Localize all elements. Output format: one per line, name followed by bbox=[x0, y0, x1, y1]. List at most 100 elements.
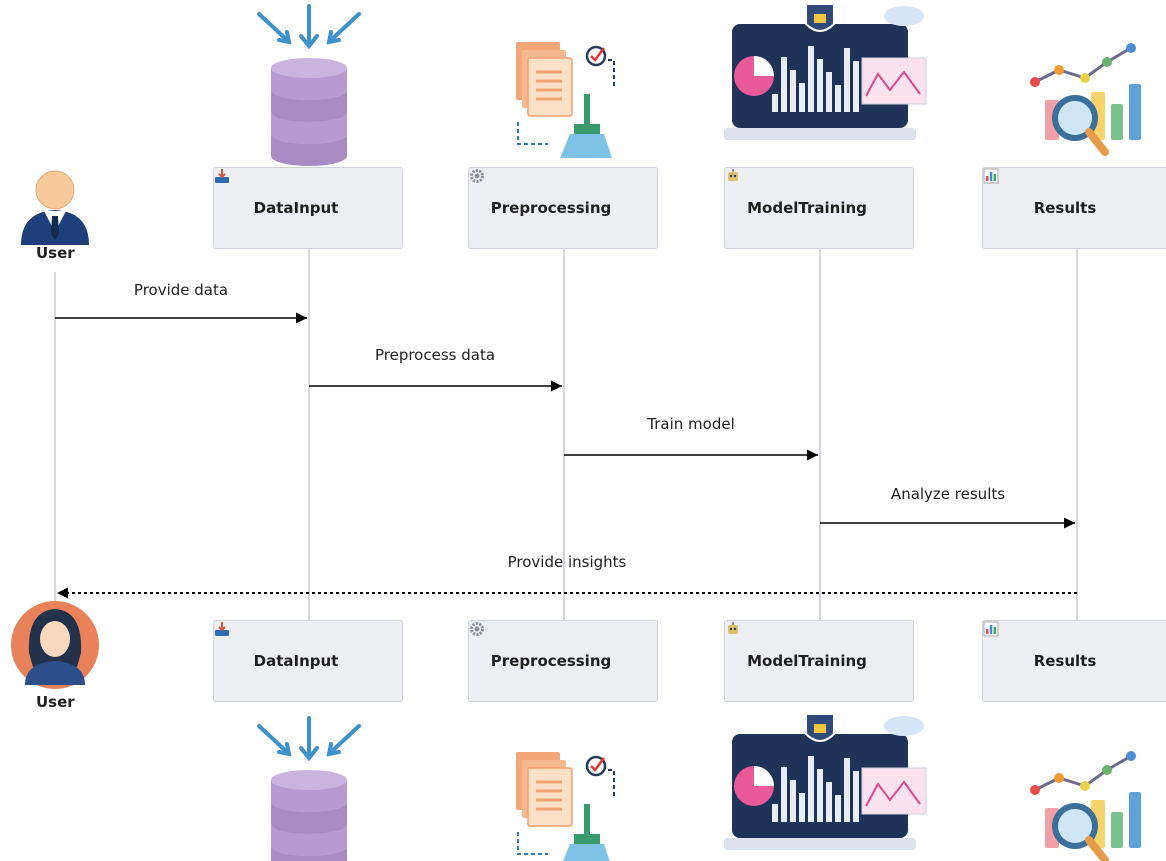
participant-label: DataInput bbox=[253, 199, 339, 217]
inbox-tray-icon bbox=[215, 169, 362, 216]
laptop-base bbox=[724, 128, 916, 140]
bar bbox=[1111, 104, 1123, 140]
participant-box-results-top: Results bbox=[982, 167, 1166, 249]
broom-band bbox=[574, 124, 600, 134]
message-label: Provide data bbox=[133, 281, 229, 299]
lock-icon bbox=[814, 724, 826, 733]
trend-point bbox=[1030, 77, 1040, 87]
arrow-head bbox=[326, 30, 341, 45]
laptop-bar bbox=[781, 767, 787, 822]
message-label: Provide insights bbox=[507, 553, 627, 571]
arrow-head bbox=[277, 742, 292, 757]
trend-point bbox=[1054, 773, 1064, 783]
magnifier-lens bbox=[1052, 803, 1098, 849]
database-top bbox=[271, 770, 347, 790]
actor-label-user-bottom: User bbox=[36, 693, 75, 711]
pie-slice bbox=[754, 766, 774, 786]
trend-point bbox=[1080, 781, 1090, 791]
magnifier-handle bbox=[1085, 128, 1109, 156]
input-arrow bbox=[257, 724, 289, 754]
laptop-bar bbox=[844, 48, 850, 112]
laptop-bar bbox=[853, 61, 859, 112]
laptop-bar bbox=[781, 57, 787, 112]
inbox-tray-icon bbox=[215, 622, 362, 669]
participant-box-preprocessing-bottom: Preprocessing bbox=[468, 620, 658, 702]
broom-bristles bbox=[560, 134, 612, 158]
message-label: Preprocess data bbox=[374, 346, 496, 364]
laptop-bar bbox=[844, 758, 850, 822]
laptop-bar bbox=[835, 795, 841, 822]
participant-label: ModelTraining bbox=[747, 199, 867, 217]
participant-label: DataInput bbox=[253, 652, 339, 670]
laptop-bar bbox=[808, 46, 814, 112]
flow-line bbox=[608, 59, 615, 88]
broom-handle bbox=[584, 94, 590, 128]
flow-line bbox=[517, 832, 548, 855]
user-tie bbox=[51, 216, 59, 240]
document bbox=[527, 767, 573, 827]
line-chart-card bbox=[861, 57, 927, 105]
line-chart-card bbox=[861, 767, 927, 815]
arrow-head bbox=[326, 742, 341, 757]
check-mark bbox=[590, 757, 605, 772]
gear-icon bbox=[470, 622, 635, 669]
participant-box-modeltraining-top: ModelTraining bbox=[724, 167, 914, 249]
laptop-bar bbox=[835, 85, 841, 112]
input-arrow bbox=[257, 12, 289, 42]
participant-box-datainput-bottom: DataInput bbox=[213, 620, 403, 702]
broom-handle bbox=[584, 804, 590, 838]
participant-label: Preprocessing bbox=[490, 199, 612, 217]
broom-band bbox=[574, 834, 600, 844]
user-head bbox=[35, 170, 75, 210]
laptop-bar bbox=[817, 769, 823, 822]
database-top bbox=[271, 58, 347, 78]
document bbox=[527, 57, 573, 117]
laptop-bar bbox=[808, 756, 814, 822]
gear-icon bbox=[470, 169, 635, 216]
check-circle bbox=[585, 755, 607, 777]
flow-line bbox=[608, 769, 615, 798]
check-circle bbox=[585, 45, 607, 67]
robot-icon bbox=[728, 169, 891, 216]
broom-bristles bbox=[562, 844, 610, 861]
arrow-head bbox=[277, 30, 292, 45]
trend-point bbox=[1102, 57, 1112, 67]
pie-slice bbox=[754, 56, 774, 76]
bar bbox=[1129, 84, 1141, 140]
participant-box-preprocessing-top: Preprocessing bbox=[468, 167, 658, 249]
input-arrow bbox=[329, 724, 361, 754]
arrow-head bbox=[299, 34, 319, 50]
laptop-bar bbox=[826, 72, 832, 112]
laptop-base bbox=[724, 838, 916, 850]
laptop-bar bbox=[826, 782, 832, 822]
bar-chart-icon bbox=[983, 621, 1120, 669]
participant-box-results-bottom: Results bbox=[982, 620, 1166, 702]
trend-point bbox=[1126, 751, 1136, 761]
laptop-bar bbox=[817, 59, 823, 112]
laptop-bar bbox=[853, 771, 859, 822]
input-arrow bbox=[329, 12, 361, 42]
laptop-bar bbox=[790, 70, 796, 112]
participant-box-datainput-top: DataInput bbox=[213, 167, 403, 249]
robot-icon bbox=[728, 622, 891, 669]
participant-label: ModelTraining bbox=[747, 652, 867, 670]
message-label: Analyze results bbox=[890, 485, 1006, 503]
trend-point bbox=[1126, 43, 1136, 53]
actor-label-user-top: User bbox=[36, 244, 75, 262]
participant-box-modeltraining-bottom: ModelTraining bbox=[724, 620, 914, 702]
line-chart bbox=[865, 70, 921, 97]
trend-point bbox=[1030, 785, 1040, 795]
flow-line bbox=[517, 122, 548, 145]
message-label: Train model bbox=[647, 415, 735, 433]
laptop-bar bbox=[790, 780, 796, 822]
bar-chart-icon bbox=[983, 168, 1120, 216]
laptop-bar bbox=[772, 94, 778, 112]
check-mark bbox=[590, 47, 605, 62]
user-face bbox=[40, 621, 70, 657]
bar bbox=[1111, 812, 1123, 848]
magnifier-handle bbox=[1085, 836, 1109, 861]
participant-label: Results bbox=[1033, 652, 1097, 670]
trend-point bbox=[1102, 765, 1112, 775]
laptop-bar bbox=[799, 793, 805, 822]
